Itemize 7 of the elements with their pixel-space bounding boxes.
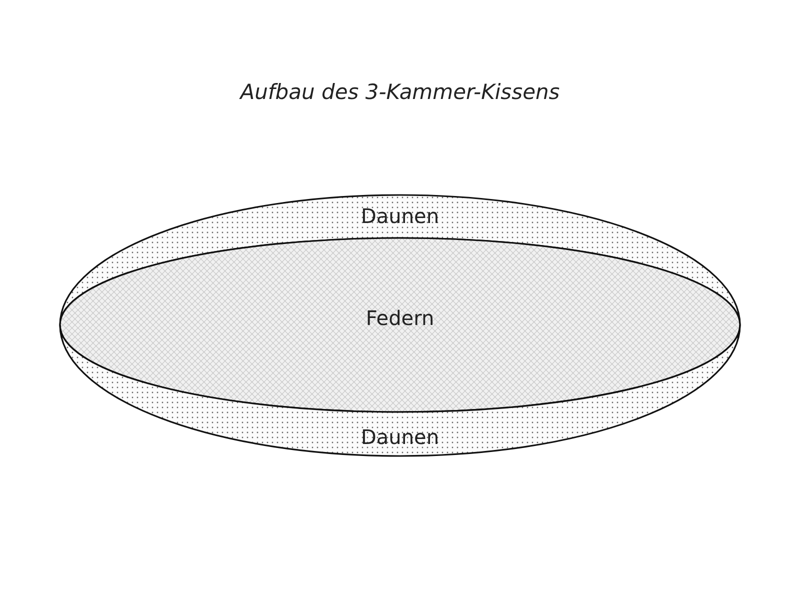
feather-core-chamber (60, 238, 740, 412)
chamber-label: Daunen (361, 425, 439, 449)
chamber-label: Federn (366, 306, 434, 330)
lower-down-chamber (60, 325, 740, 456)
upper-down-chamber (60, 195, 740, 325)
diagram-title: Aufbau des 3-Kammer-Kissens (238, 80, 561, 104)
chamber-label: Daunen (361, 204, 439, 228)
